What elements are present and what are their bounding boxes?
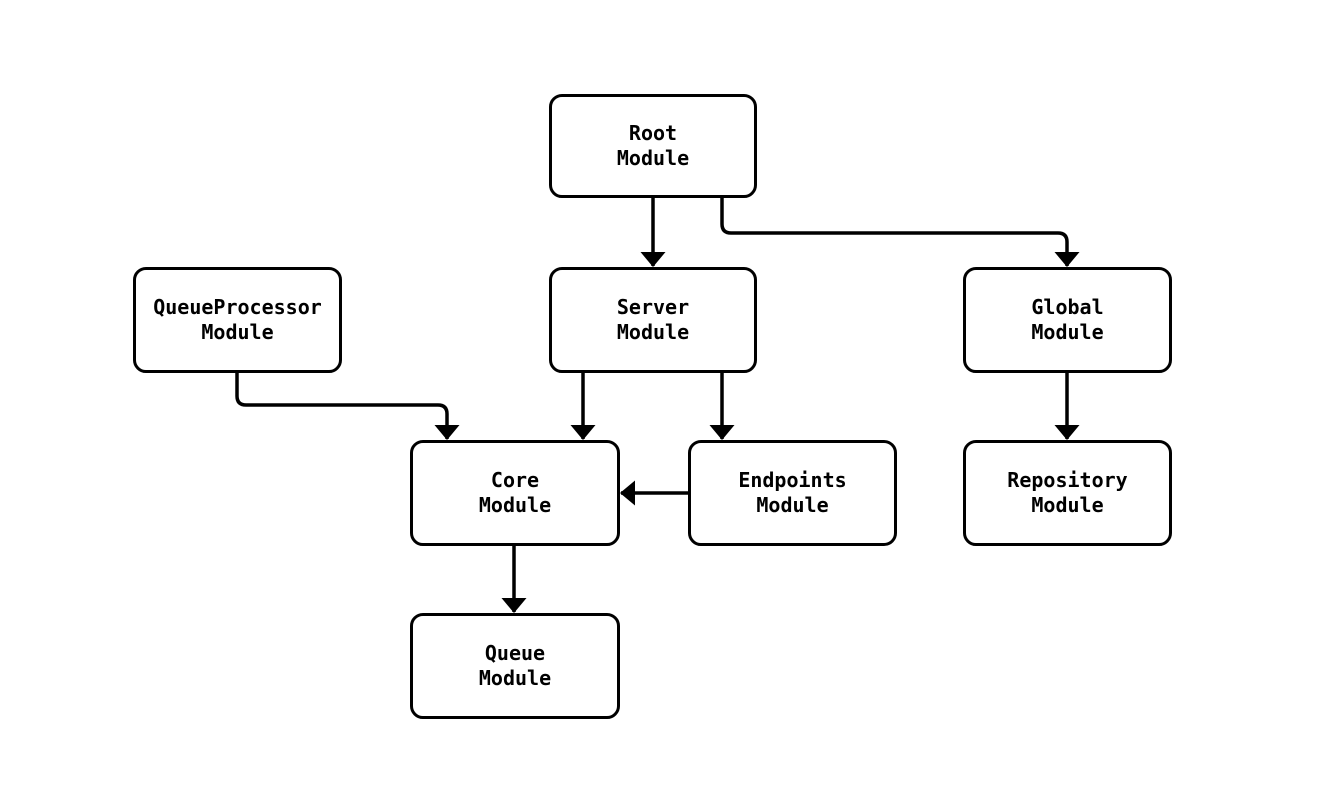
- node-label-line1: Endpoints: [738, 468, 847, 492]
- node-queue-module: Queue Module: [410, 613, 620, 719]
- node-label-line2: Module: [616, 146, 690, 170]
- node-label-line1: QueueProcessor: [153, 295, 322, 319]
- node-label-line1: Repository: [1007, 468, 1128, 492]
- edge-queueprocessor-to-core: [235, 373, 460, 440]
- node-global-module: Global Module: [963, 267, 1172, 373]
- node-label-line2: Module: [1031, 493, 1104, 517]
- node-server-module: Server Module: [549, 267, 757, 373]
- node-label-line1: Core: [490, 468, 540, 492]
- node-core-module: Core Module: [410, 440, 620, 546]
- node-endpoints-module: Endpoints Module: [688, 440, 897, 546]
- node-label-line2: Module: [616, 320, 690, 344]
- node-label-line2: Module: [478, 493, 552, 517]
- node-label-line1: Server: [616, 295, 690, 319]
- edge-root-to-global: [720, 198, 1080, 267]
- node-root-module: Root Module: [549, 94, 757, 198]
- node-queueprocessor-module: QueueProcessor Module: [133, 267, 342, 373]
- node-label-line1: Global: [1031, 295, 1104, 319]
- node-label-line2: Module: [756, 493, 829, 517]
- node-label-line2: Module: [478, 666, 552, 690]
- node-label-line1: Queue: [484, 641, 546, 665]
- node-label-line1: Root: [628, 121, 678, 145]
- node-label-line2: Module: [1031, 320, 1104, 344]
- node-label-line2: Module: [201, 320, 274, 344]
- node-repository-module: Repository Module: [963, 440, 1172, 546]
